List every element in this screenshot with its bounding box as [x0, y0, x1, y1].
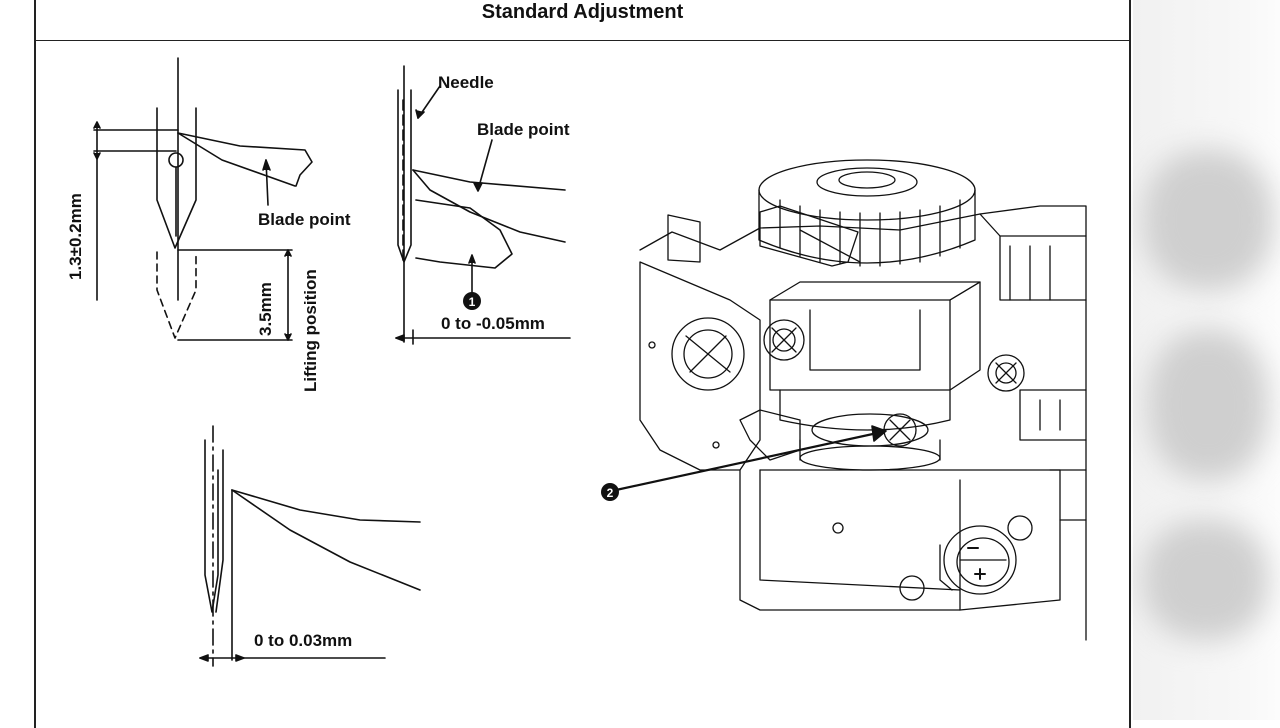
hook-mechanism-illustration: [639, 159, 1087, 641]
dimension-label-top: 1.3±0.2mm: [66, 193, 85, 280]
dimension-label-lift: 3.5mm: [256, 282, 275, 336]
blur-shadow: [1143, 520, 1268, 640]
needle-lifting-figure: [93, 57, 313, 341]
needle-blade-figure: [395, 65, 571, 345]
gap-label-2: 0 to 0.03mm: [254, 631, 353, 650]
lifting-position-label: Lifting position: [301, 269, 320, 392]
svg-text:1: 1: [469, 295, 476, 309]
gap-label-1: 0 to -0.05mm: [441, 314, 545, 333]
blur-shadow: [1143, 150, 1273, 290]
right-background-strip: [1133, 0, 1280, 720]
blur-shadow: [1148, 330, 1268, 480]
header-divider: [34, 40, 1131, 41]
callout-1-badge: 1: [463, 292, 481, 310]
blade-point-label-2: Blade point: [477, 120, 570, 139]
needle-closeup-figure: [199, 425, 421, 667]
page-title: Standard Adjustment: [481, 1, 684, 23]
svg-text:2: 2: [607, 486, 614, 500]
callout-2: 2: [601, 425, 887, 501]
blade-point-label: Blade point: [258, 210, 351, 229]
needle-label: Needle: [438, 73, 494, 92]
